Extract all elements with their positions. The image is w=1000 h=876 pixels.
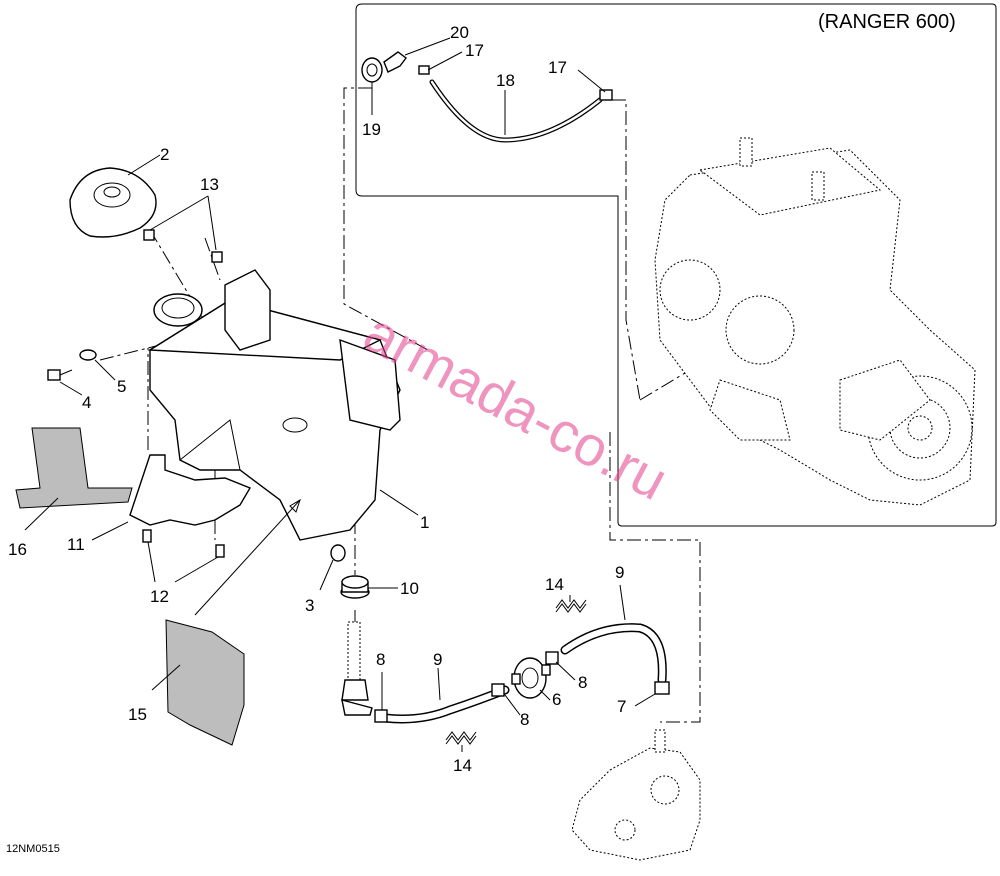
- callout-2: 2: [160, 145, 169, 164]
- callout-17-top: 17: [465, 41, 484, 60]
- elbow-fitting-20: [383, 51, 407, 73]
- oil-filter-6: [511, 657, 551, 699]
- clamp-17-end: [599, 89, 613, 101]
- clamp-7: [654, 681, 670, 695]
- callout-3: 3: [305, 596, 314, 615]
- screw-12-right: [215, 544, 225, 558]
- callout-18: 18: [496, 71, 515, 90]
- callout-17-right: 17: [548, 58, 567, 77]
- clamp-8-upper: [545, 651, 559, 665]
- outlet-fitting-10: [340, 575, 370, 599]
- callout-19: 19: [362, 120, 381, 139]
- callout-10: 10: [400, 579, 419, 598]
- insulation-pad-16: [15, 427, 133, 509]
- callout-8-upper: 8: [578, 673, 587, 692]
- callout-6: 6: [552, 690, 561, 709]
- clamp-8-lower: [374, 709, 388, 723]
- oil-pump: [571, 729, 701, 861]
- leader-lines: [24, 37, 656, 752]
- callout-4: 4: [82, 393, 91, 412]
- callout-9-lower: 9: [433, 650, 442, 669]
- inset-frame: [355, 3, 997, 527]
- callout-8-lower: 8: [376, 650, 385, 669]
- callout-7: 7: [617, 697, 626, 716]
- oil-tank-1: [147, 269, 401, 541]
- callout-8-mid: 8: [520, 710, 529, 729]
- engine-assembly: [654, 137, 976, 506]
- vent-hose-18: [429, 79, 603, 143]
- heat-shield-11: [129, 454, 252, 526]
- clamp-17-top: [418, 65, 430, 75]
- callout-15: 15: [128, 705, 147, 724]
- spring-14-lower: [445, 731, 477, 745]
- grommet-19: [361, 57, 383, 83]
- callout-9-upper: 9: [615, 563, 624, 582]
- callout-5: 5: [117, 377, 126, 396]
- tank-cap-2: [69, 167, 157, 238]
- nut-13-right: [211, 251, 223, 263]
- strainer-fitting: [341, 621, 373, 716]
- washer-5: [79, 349, 97, 361]
- callout-12: 12: [150, 587, 169, 606]
- inset-parts: [361, 51, 613, 143]
- callout-14-lower: 14: [453, 756, 472, 775]
- insulation-pad-15: [165, 619, 245, 746]
- clamp-8-mid: [491, 683, 505, 697]
- grommet-3: [330, 544, 346, 562]
- screw-12-left: [142, 529, 152, 543]
- bolt-4: [47, 369, 73, 381]
- callout-20: 20: [450, 23, 469, 42]
- callouts: 1 2 3 4 5 6 7 8 8 8 9 9 10 11 12 13 14 1…: [8, 23, 626, 775]
- watermark: armada-co.ru: [354, 300, 678, 512]
- callout-16: 16: [8, 540, 27, 559]
- callout-11: 11: [67, 535, 85, 554]
- inset-title: (RANGER 600): [818, 11, 956, 33]
- callout-1: 1: [420, 513, 429, 532]
- callout-14-upper: 14: [545, 575, 564, 594]
- nut-13-left: [143, 229, 155, 241]
- callout-13: 13: [200, 175, 219, 194]
- spring-14-upper: [555, 599, 587, 613]
- drawing-code: 12NM0515: [6, 843, 60, 855]
